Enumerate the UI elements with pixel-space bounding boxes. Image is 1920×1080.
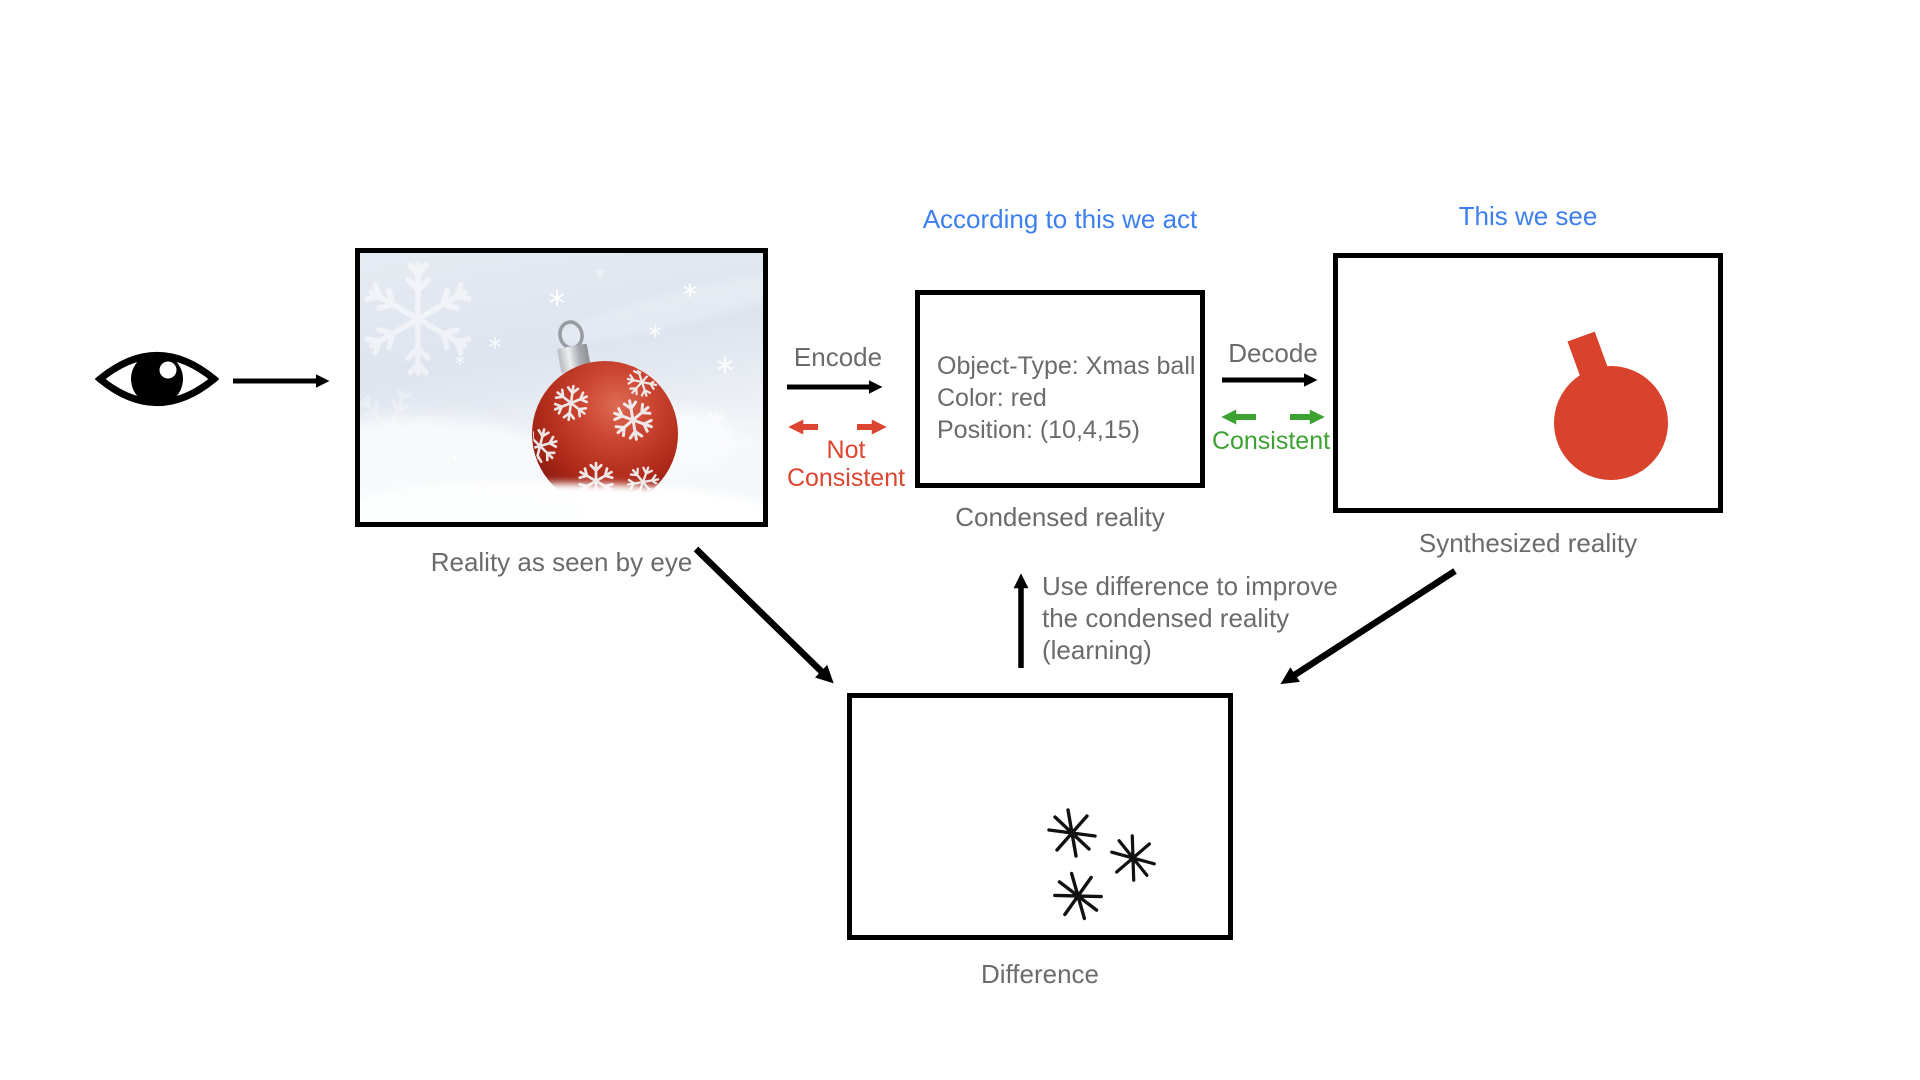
according-heading: According to this we act (922, 204, 1198, 234)
asterisk-mark (1047, 808, 1097, 858)
snow-foreground (360, 456, 763, 522)
not-consistent-label: Not Consistent (766, 436, 926, 492)
photo-xmas-ball (532, 320, 678, 507)
difference-box (847, 693, 1233, 940)
xmas-ball-photo (360, 253, 763, 522)
this-we-see-heading: This we see (1458, 201, 1598, 231)
reality-caption: Reality as seen by eye (430, 547, 693, 577)
asterisk-mark (1051, 869, 1105, 923)
learning-note-line2: the condensed reality (1042, 603, 1290, 633)
condensed-reality-box: Object-Type: Xmas ball Color: red Positi… (915, 290, 1205, 488)
not-consistent-line2: Consistent (786, 464, 906, 492)
background-snowflakes (360, 261, 763, 512)
synthesized-ball-body (1554, 366, 1668, 480)
decode-label: Decode (1228, 338, 1318, 368)
condensed-line-color: Color: red (937, 384, 1047, 412)
learning-note-line3: (learning) (1042, 635, 1152, 665)
condensed-attributes: Object-Type: Xmas ball Color: red Positi… (937, 350, 1195, 446)
snowflake-asterisks (1047, 808, 1160, 923)
not-consistent-line1: Not (826, 436, 866, 464)
difference-caption: Difference (980, 959, 1100, 989)
consistent-label: Consistent (1211, 427, 1331, 455)
encode-label: Encode (793, 342, 883, 372)
synthesized-caption: Synthesized reality (1418, 528, 1638, 558)
reality-photo-box (355, 248, 768, 527)
learning-note-line1: Use difference to improve (1042, 571, 1338, 601)
learning-note: Use difference to improve the condensed … (1042, 570, 1392, 666)
condensed-line-object-type: Object-Type: Xmas ball (937, 352, 1196, 380)
synthesized-reality-box (1333, 253, 1723, 513)
asterisk-mark (1106, 831, 1160, 885)
condensed-caption: Condensed reality (955, 502, 1165, 532)
eye-icon (95, 352, 219, 406)
synthesized-ball (1554, 331, 1668, 480)
condensed-line-position: Position: (10,4,15) (937, 416, 1140, 444)
